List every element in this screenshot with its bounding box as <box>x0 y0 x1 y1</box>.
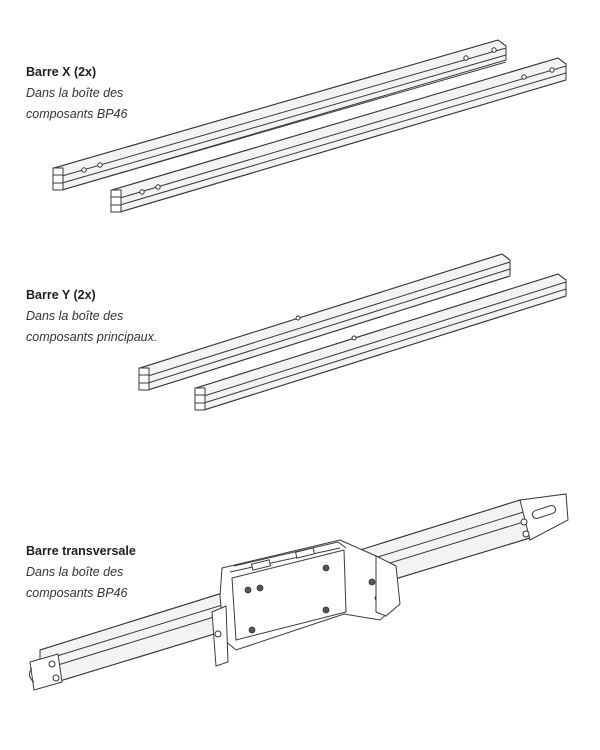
barre-x-rail-1-illustration <box>52 39 507 191</box>
item-title: Barre transversale <box>26 544 136 558</box>
caption-barre-transversale: Barre transversale Dans la boîte des com… <box>26 541 226 604</box>
caption-barre-y: Barre Y (2x) Dans la boîte des composant… <box>26 285 226 348</box>
item-title: Barre X (2x) <box>26 65 97 79</box>
barre-x-rail-2-illustration <box>110 57 567 213</box>
item-note-line2: composants BP46 <box>26 586 128 600</box>
item-note-line2: composants principaux. <box>26 330 158 344</box>
barre-y-rail-2-illustration <box>194 273 567 411</box>
barre-transversale-illustration <box>28 493 569 691</box>
barre-y-rail-1-illustration <box>138 253 511 391</box>
item-note-line1: Dans la boîte des <box>26 565 124 579</box>
item-title: Barre Y (2x) <box>26 288 96 302</box>
caption-barre-x: Barre X (2x) Dans la boîte des composant… <box>26 62 226 125</box>
item-note-line2: composants BP46 <box>26 107 128 121</box>
item-note-line1: Dans la boîte des <box>26 309 124 323</box>
item-note-line1: Dans la boîte des <box>26 86 124 100</box>
